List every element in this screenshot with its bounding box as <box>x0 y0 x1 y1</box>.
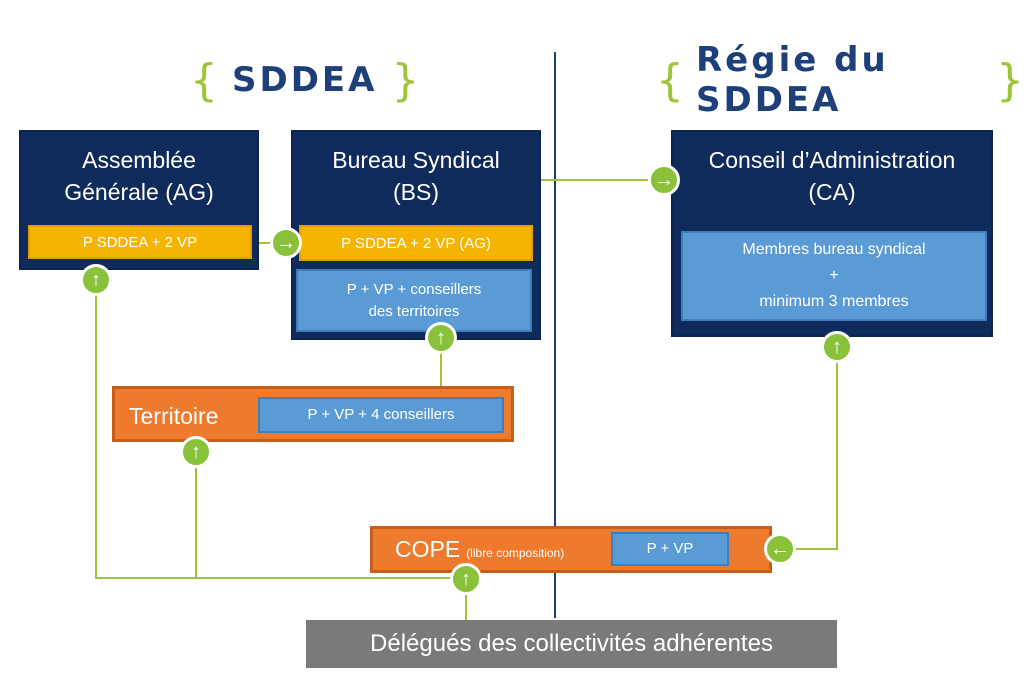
bs-title-line1: Bureau Syndical <box>332 147 500 173</box>
territoire-label: Territoire <box>129 403 219 429</box>
ag-title-line1: Assemblée <box>82 147 196 173</box>
ca-title-line2: (CA) <box>808 179 856 205</box>
arrow-right-circle-icon: → <box>648 164 680 196</box>
cope-note: (libre composition) <box>466 545 565 560</box>
arrow-up-circle-icon: ↑ <box>425 322 457 354</box>
heading-regie: { Régie du SDDEA } <box>656 40 1024 120</box>
delegues-box: Délégués des collectivités adhérentes <box>306 620 837 668</box>
ca-sub-line1: Membres bureau syndical <box>742 241 926 258</box>
heading-regie-text: Régie du SDDEA <box>696 40 889 120</box>
heading-sddea-text: SDDEA <box>232 60 378 100</box>
ca-sub: Membres bureau syndical + minimum 3 memb… <box>681 231 987 321</box>
ca-sub-line2: + <box>829 267 839 284</box>
cope-label: COPE <box>395 536 461 562</box>
arrow-up-circle-icon: ↑ <box>180 436 212 468</box>
cope-sub: P + VP <box>611 532 729 566</box>
ca-title-line1: Conseil d’Administration <box>708 147 956 173</box>
heading-sddea: { SDDEA } <box>190 50 419 110</box>
ag-sub: P SDDEA + 2 VP <box>28 225 252 259</box>
arrow-right-circle-icon: → <box>270 227 302 259</box>
connector-ag-feed <box>95 296 466 579</box>
bs-sub2-line1: P + VP + conseillers <box>346 280 482 298</box>
arrow-up-circle-icon: ↑ <box>450 563 482 595</box>
brace-open: { <box>656 54 684 106</box>
territoire-sub: P + VP + 4 conseillers <box>258 397 504 433</box>
ca-sub-line3: minimum 3 membres <box>759 293 909 310</box>
bs-sub1: P SDDEA + 2 VP (AG) <box>299 225 533 261</box>
bs-title-line2: (BS) <box>393 179 439 205</box>
brace-close: } <box>391 54 420 106</box>
arrow-left-circle-icon: ← <box>764 533 796 565</box>
bs-sub2: P + VP + conseillers des territoires <box>296 269 532 332</box>
connector-cope-ca <box>795 360 838 550</box>
arrow-up-circle-icon: ↑ <box>821 331 853 363</box>
brace-open: { <box>190 54 218 106</box>
brace-close: } <box>996 54 1024 106</box>
ag-title-line2: Générale (AG) <box>64 179 214 205</box>
arrow-up-circle-icon: ↑ <box>80 264 112 296</box>
bs-sub2-line2: des territoires <box>368 302 460 320</box>
